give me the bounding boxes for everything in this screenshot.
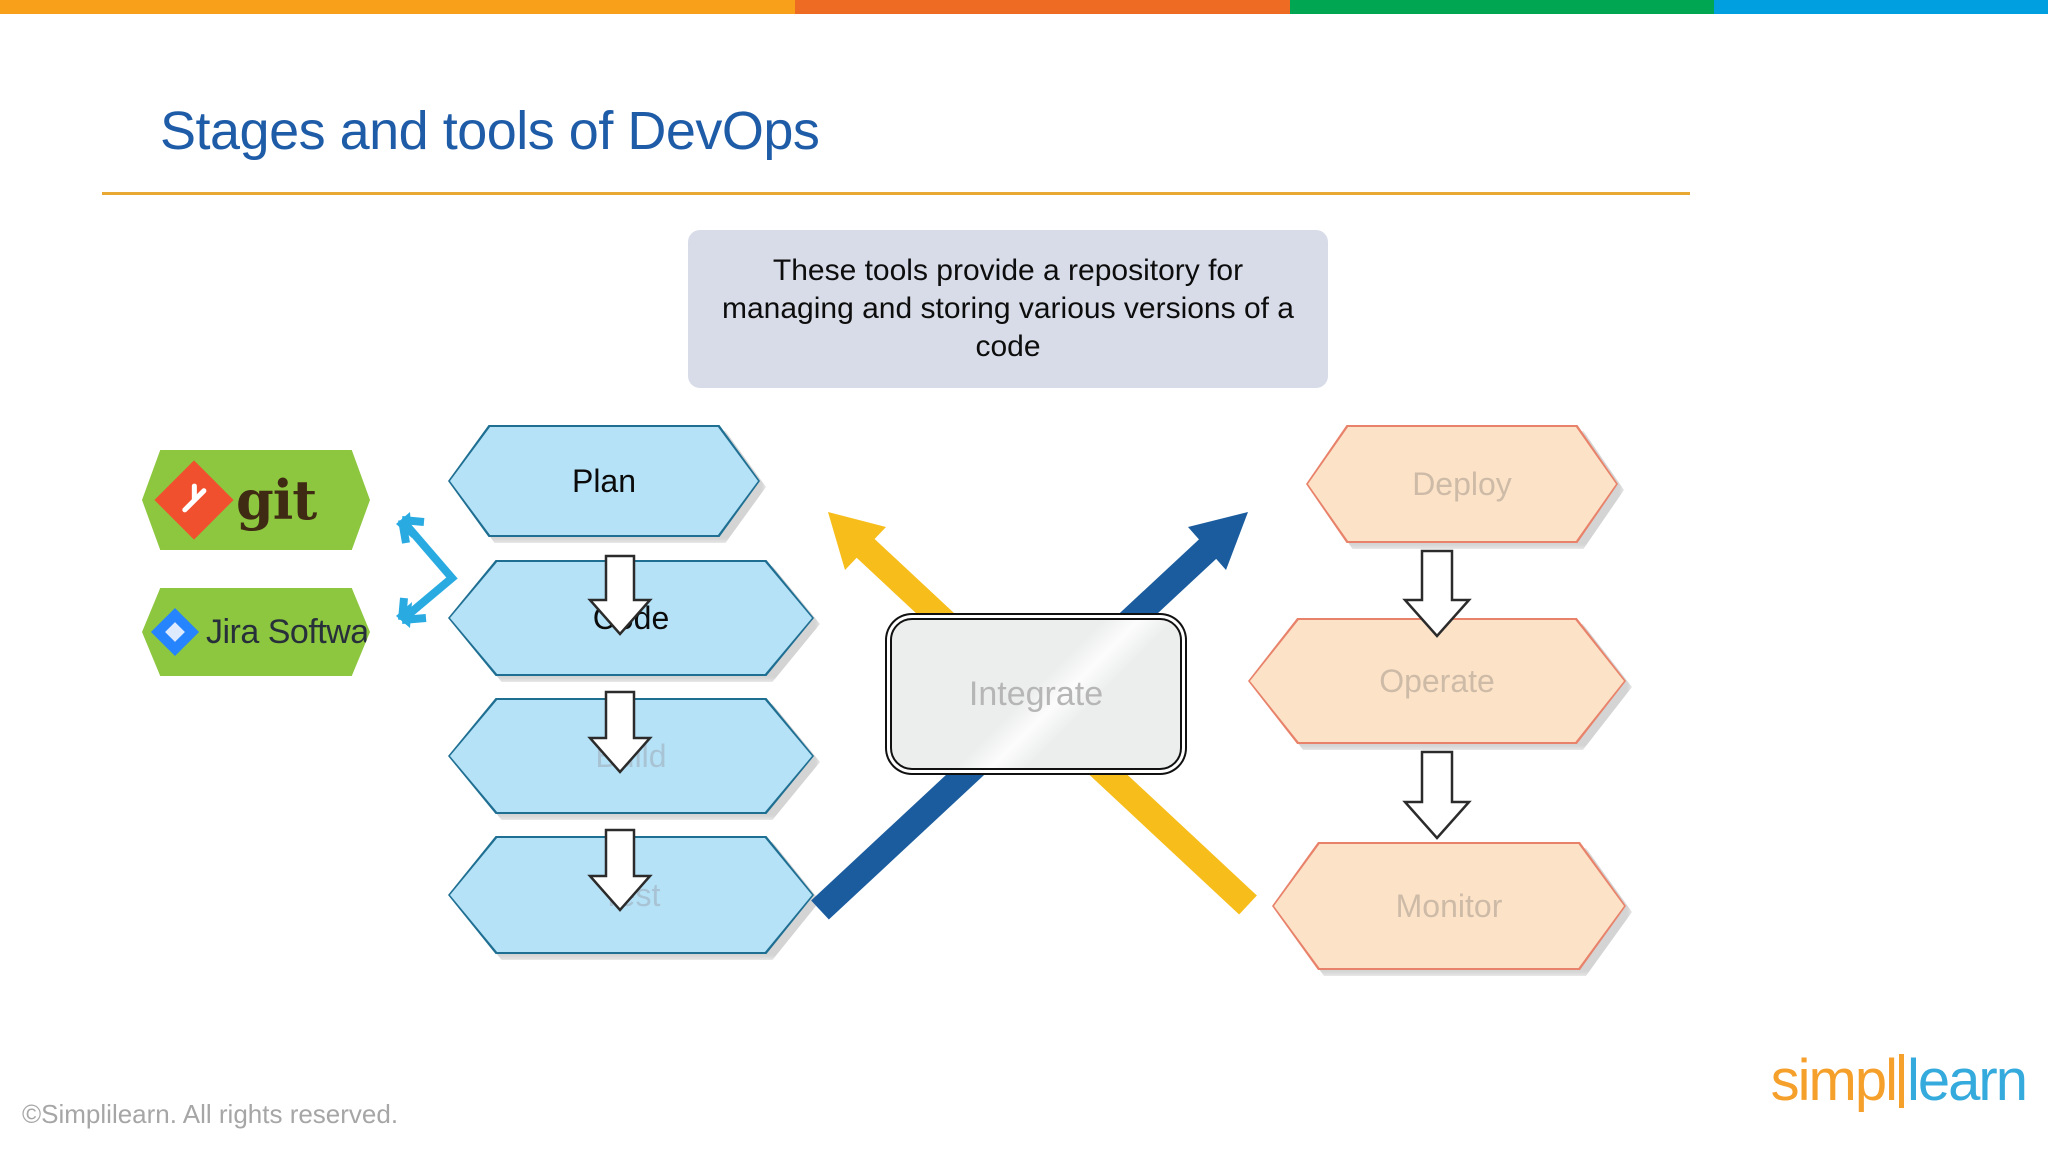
stage-label: Test [601,876,661,913]
title-divider [102,192,1690,195]
connector-arrow-operate-monitor [1402,750,1472,840]
stage-label: Operate [1379,662,1495,699]
tool-badge-jira[interactable]: Jira Software [142,588,370,676]
stage-label: Monitor [1395,887,1503,924]
stage-deploy[interactable]: Deploy [1306,425,1624,549]
page-title: Stages and tools of DevOps [160,101,820,161]
stage-label: Build [595,737,667,774]
stage-label: Plan [571,462,637,499]
topbar-segment-green [1290,0,1714,14]
git-logo-icon [154,460,234,540]
stage-test[interactable]: Test [448,836,820,960]
stage-fill [1250,620,1624,742]
callout-box: These tools provide a repository for man… [688,230,1328,388]
topbar-segment-yellow [0,0,795,14]
stage-fill [450,427,758,535]
stage-label: Code [592,599,670,636]
jira-logo-icon [150,607,200,657]
footer-copyright: ©Simplilearn. All rights reserved. [22,1099,399,1129]
stage-integrate[interactable]: Integrate [890,618,1182,770]
stage-build[interactable]: Build [448,698,820,820]
topbar-segment-orange [795,0,1290,14]
callout-text: These tools provide a repository for man… [722,254,1294,363]
stage-plan[interactable]: Plan [448,425,766,543]
brand-part-simpl: simpl [1770,1048,1898,1113]
stage-code[interactable]: Code [448,560,820,682]
tools-pointer-bracket [396,512,458,628]
brand-part-learn: learn [1907,1048,2028,1113]
stage-operate[interactable]: Operate [1248,618,1632,750]
tool-badge-git[interactable]: git [142,450,370,550]
tool-label-git: git [236,468,317,532]
stage-fill [1274,844,1624,968]
topbar-segment-blue [1714,0,2048,14]
stage-fill [1308,427,1616,541]
stage-monitor[interactable]: Monitor [1272,842,1632,976]
tool-label-jira: Jira Software [206,612,398,651]
stage-label: Deploy [1412,465,1512,502]
stage-label: Integrate [968,674,1104,713]
brand-divider-bar [1899,1054,1905,1108]
